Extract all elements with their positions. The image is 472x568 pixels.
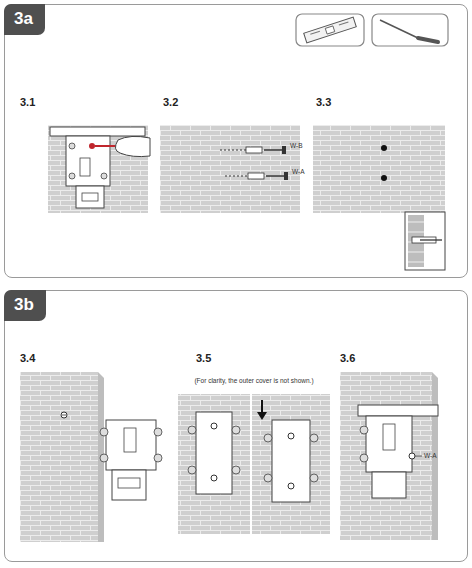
step-number: 3.4 bbox=[20, 352, 35, 364]
step-number: 3.2 bbox=[163, 96, 178, 108]
step-number: 3.1 bbox=[20, 96, 35, 108]
part-name: W-A bbox=[292, 168, 305, 175]
panel-tab: 3b bbox=[4, 290, 46, 321]
step-number: 3.6 bbox=[340, 352, 355, 364]
step-panel: 3a bbox=[4, 4, 468, 278]
step-number: 3.3 bbox=[316, 96, 331, 108]
panel-tab: 3a bbox=[4, 4, 45, 35]
step-panel: 3b bbox=[4, 290, 468, 562]
part-name: W-A bbox=[424, 452, 437, 459]
step-number: 3.5 bbox=[196, 352, 211, 364]
note-text: (For clarity, the outer cover is not sho… bbox=[176, 377, 332, 384]
part-name: W-B bbox=[290, 142, 303, 149]
